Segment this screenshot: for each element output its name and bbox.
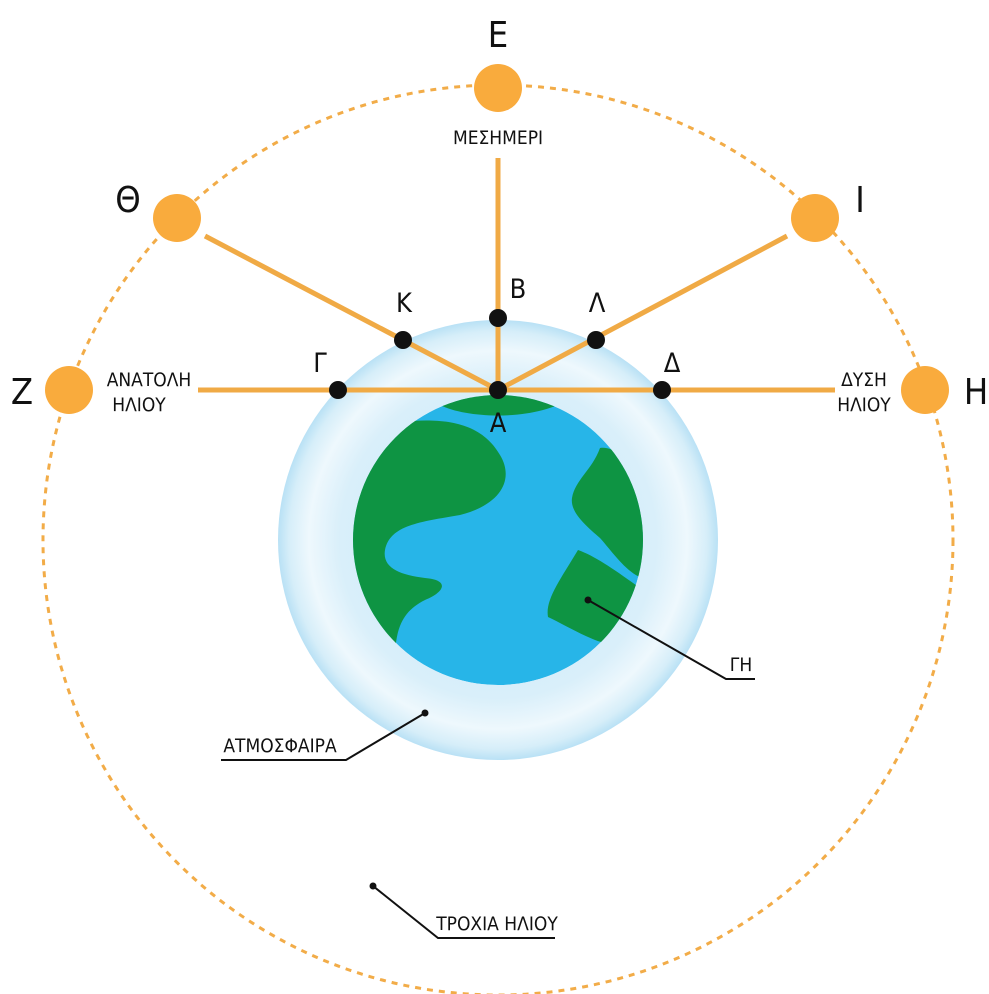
continent-southeast [547, 550, 640, 643]
leader-lines [221, 599, 755, 939]
sunrise-label-line1: ΑΝΑΤΟΛΗ [107, 369, 192, 391]
noon-label: ΜΕΣΗΜΕΡΙ [453, 127, 543, 149]
sun-circle-icon [45, 366, 93, 414]
dot-icon [394, 331, 412, 349]
dot-icon [329, 381, 347, 399]
point-label-lambda: Λ [589, 288, 606, 319]
dot-icon [653, 381, 671, 399]
point-label-b: Β [510, 274, 527, 305]
sun-label-theta: Θ [115, 180, 141, 221]
atmosphere-label: ΑΤΜΟΣΦΑΙΡΑ [223, 735, 337, 757]
leader-orbit [372, 885, 555, 939]
continent-west [353, 420, 506, 660]
point-label-a: Α [490, 408, 507, 439]
sun-orbit-label: ΤΡΟΧΙΑ ΗΛΙΟΥ [435, 913, 558, 935]
point-label-kappa: Κ [396, 288, 413, 319]
sun-circle-icon [474, 64, 522, 112]
sun-label-iota: Ι [855, 180, 865, 221]
suns [45, 64, 949, 414]
sun-label-e: Ε [488, 15, 508, 56]
leader-dots [369, 596, 592, 890]
dot-icon [587, 331, 605, 349]
sunrise-label-line2: ΗΛΙΟΥ [112, 394, 166, 416]
leader-earth [587, 599, 755, 680]
ray-iota [496, 233, 789, 393]
sunset-label-line1: ΔΥΣΗ [841, 369, 887, 391]
dot-icon [421, 709, 429, 717]
sun-circle-icon [901, 366, 949, 414]
points [329, 309, 671, 399]
point-label-gamma: Γ [313, 348, 327, 379]
sunset-label-line2: ΗΛΙΟΥ [837, 394, 891, 416]
sun-label-eta: Η [964, 372, 988, 413]
sun-rays [198, 158, 835, 393]
dot-icon [489, 381, 507, 399]
sun-label-zeta: Ζ [11, 372, 33, 413]
sun-circle-icon [153, 194, 201, 242]
leader-atmosphere [221, 712, 426, 761]
sun-circle-icon [791, 194, 839, 242]
dot-icon [584, 596, 592, 604]
dot-icon [369, 882, 377, 890]
earth-label: ΓΗ [730, 654, 752, 676]
ray-theta [203, 233, 500, 393]
sun-orbit [41, 83, 955, 994]
dot-icon [489, 309, 507, 327]
earth [353, 395, 643, 685]
point-label-delta: Δ [664, 348, 681, 379]
